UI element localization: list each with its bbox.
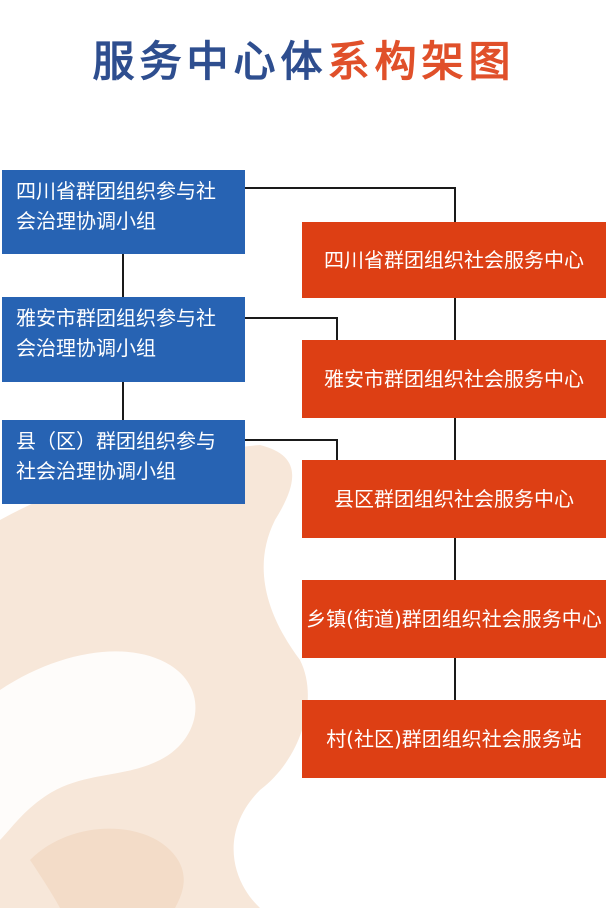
leadership-group-line: 社会治理协调小组 bbox=[16, 459, 176, 483]
leadership-group-line: 雅安市群团组织参与社 bbox=[16, 306, 216, 330]
ribbon-curl-white bbox=[0, 651, 196, 840]
service-center-city: 雅安市群团组织社会服务中心 bbox=[302, 340, 606, 418]
leadership-group-province: 四川省群团组织参与社 会治理协调小组 bbox=[2, 170, 245, 254]
leadership-group-county: 县（区）群团组织参与 社会治理协调小组 bbox=[2, 420, 245, 504]
service-center-township: 乡镇(街道)群团组织社会服务中心 bbox=[302, 580, 606, 658]
connector-county-link bbox=[245, 439, 338, 460]
title-part-1: 服务中心体 bbox=[92, 37, 328, 86]
ribbon-curl-inner bbox=[30, 828, 184, 908]
title-part-2: 系构架图 bbox=[327, 37, 516, 86]
leadership-group-line: 四川省群团组织参与社 bbox=[16, 179, 216, 203]
connector-city-link bbox=[245, 317, 338, 340]
page-title: 服务中心体系构架图 bbox=[0, 34, 608, 90]
leadership-group-line: 会治理协调小组 bbox=[16, 209, 156, 233]
service-center-province: 四川省群团组织社会服务中心 bbox=[302, 222, 606, 298]
leadership-group-city: 雅安市群团组织参与社 会治理协调小组 bbox=[2, 297, 245, 382]
service-center-county: 县区群团组织社会服务中心 bbox=[302, 460, 606, 538]
leadership-group-line: 会治理协调小组 bbox=[16, 336, 156, 360]
service-station-village: 村(社区)群团组织社会服务站 bbox=[302, 700, 606, 778]
leadership-group-line: 县（区）群团组织参与 bbox=[16, 429, 216, 453]
connector-province-link bbox=[245, 187, 456, 222]
